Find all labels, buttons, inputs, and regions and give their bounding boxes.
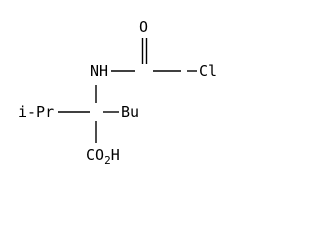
structural-formula: O NH Cl i-Pr Bu CO2H	[18, 18, 217, 167]
carboxyl-label: CO2H	[86, 146, 120, 167]
carboxyl-prefix: CO	[86, 146, 104, 164]
bond-lines	[58, 38, 197, 143]
butyl-label: Bu	[121, 103, 139, 121]
amide-nh-label: NH	[90, 62, 108, 80]
chlorine-label: Cl	[199, 62, 217, 80]
carbonyl-oxygen-label: O	[139, 18, 148, 36]
carboxyl-subscript: 2	[104, 154, 111, 167]
isopropyl-label: i-Pr	[18, 103, 54, 121]
carboxyl-suffix: H	[111, 146, 120, 164]
